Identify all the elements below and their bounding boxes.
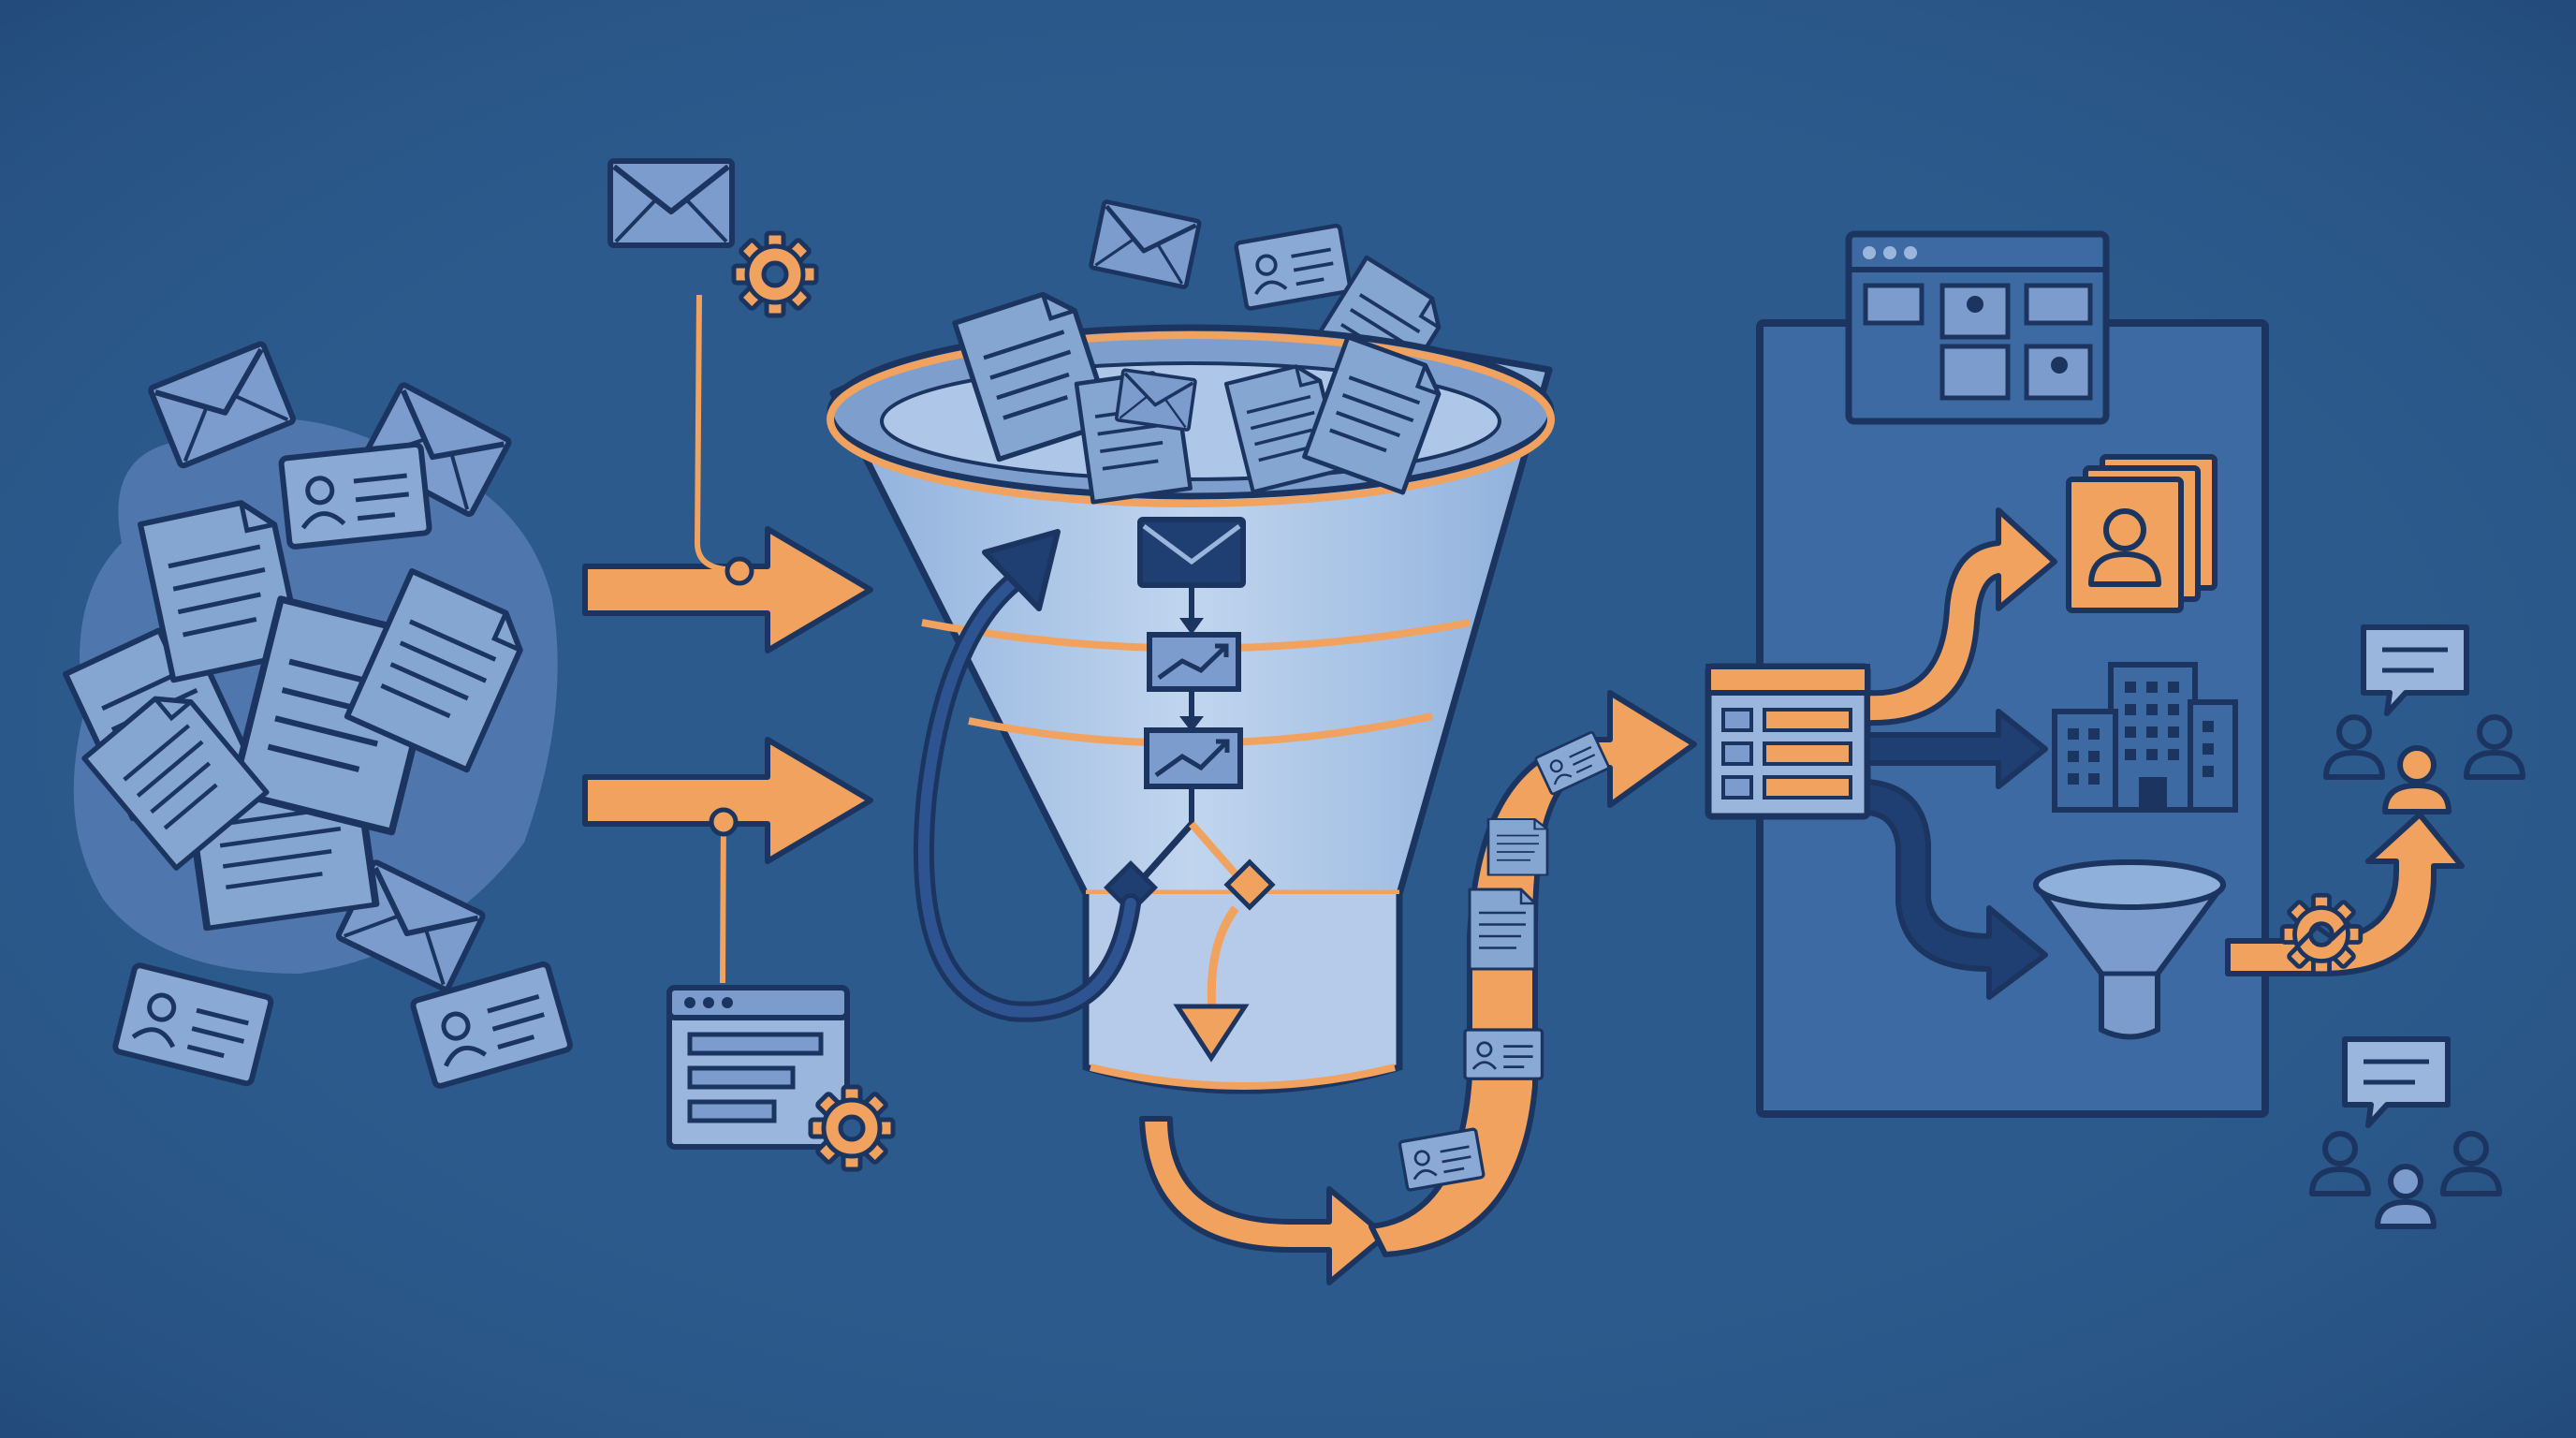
unstructured-input-pile [66, 343, 571, 1087]
web-connector-line [720, 814, 726, 984]
decision-node-icon [1223, 858, 1276, 911]
email-connector-line [694, 294, 726, 572]
pipeline-route-arrow [1865, 779, 2048, 1000]
gear-icon [734, 233, 816, 315]
structured-table-icon [1705, 663, 1871, 820]
web-connector-node [709, 807, 739, 837]
funnel-envelope-icon [1114, 368, 1198, 433]
engagement-stage [2225, 627, 2523, 1226]
loop-arrow-head [982, 529, 1061, 611]
s-curve-output-arrow [1368, 690, 1697, 1257]
lower-input-arrow [582, 737, 873, 864]
processing-funnel [827, 201, 1555, 1094]
spout-output-arrow [1139, 1116, 1388, 1285]
upper-input-arrow [582, 526, 873, 653]
funnel-icon [2033, 859, 2226, 1040]
email-connector-node [724, 556, 754, 586]
decision-node-icon [1104, 860, 1158, 915]
record-card-icon [1463, 1028, 1544, 1080]
structured-output-path [1139, 690, 1697, 1285]
person-profile-icon [2066, 454, 2217, 613]
growth-arrow [2225, 812, 2465, 976]
destinations-stage [1705, 230, 2269, 1118]
gear-icon [811, 1087, 893, 1169]
browser-window-icon [666, 985, 850, 1150]
office-building-icon [2052, 662, 2238, 813]
company-route-arrow [1865, 709, 2048, 789]
profile-route-arrow [1865, 507, 2057, 726]
envelope-step-icon [1137, 517, 1246, 588]
output-branch-arrow [1207, 905, 1239, 1012]
scattered-card-icon [281, 444, 430, 547]
chart-step-icon [1147, 632, 1241, 692]
chart-step-icon [1144, 727, 1243, 789]
gear-icon [2282, 895, 2361, 974]
record-document-icon [1468, 888, 1537, 971]
integration-stage [582, 161, 893, 1169]
people-group-icon [2326, 717, 2523, 814]
record-document-icon [1486, 817, 1549, 876]
email-source-icon [610, 161, 732, 245]
output-arrow-head [1173, 1004, 1250, 1063]
dashboard-window-icon [1845, 230, 2110, 425]
branch-line-left [1134, 821, 1194, 888]
